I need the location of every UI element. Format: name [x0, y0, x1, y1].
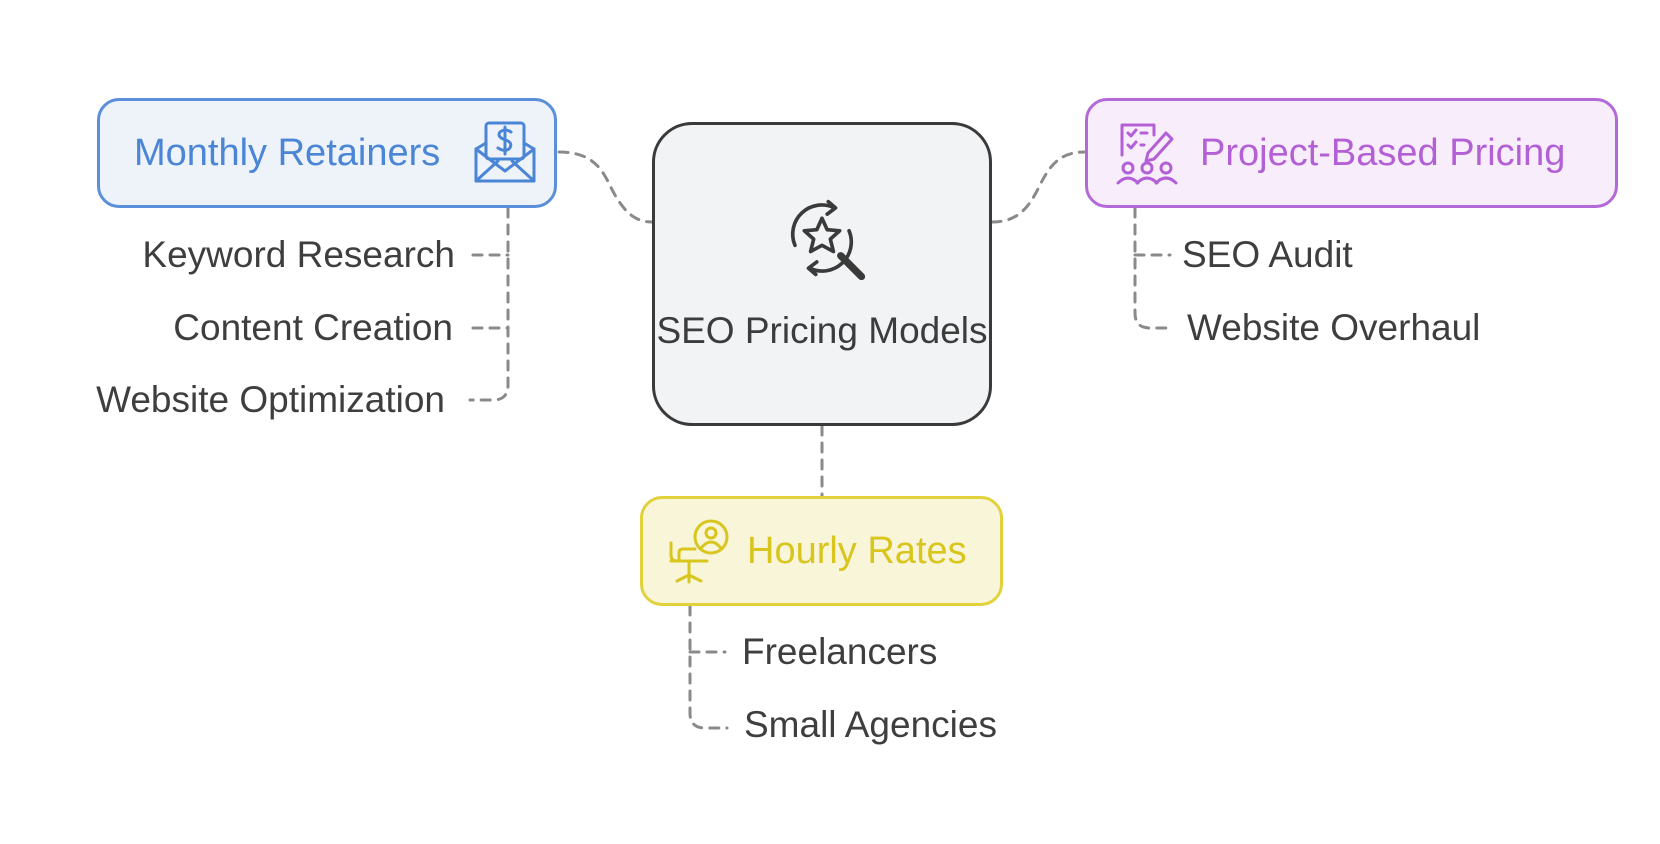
center-node: SEO Pricing Models	[652, 122, 992, 426]
website-optimization-item: Website Optimization	[96, 379, 445, 420]
small-agencies-item: Small Agencies	[744, 704, 997, 745]
connector-center-project	[990, 150, 1087, 224]
hourly-rates-title: Hourly Rates	[747, 529, 967, 572]
hourly-rates-node: Hourly Rates	[640, 496, 1003, 606]
connector-monthly-trunk	[468, 206, 510, 402]
connector-project-trunk	[1133, 206, 1174, 330]
checklist-team-icon	[1116, 123, 1178, 185]
content-creation-item: Content Creation	[173, 307, 453, 348]
person-desk-icon	[669, 519, 729, 584]
monthly-retainers-title: Monthly Retainers	[134, 131, 441, 174]
freelancers-item: Freelancers	[742, 631, 938, 672]
connector-hourly-trunk	[688, 604, 729, 730]
project-based-pricing-node: Project-Based Pricing	[1085, 98, 1618, 208]
envelope-dollar-icon	[474, 121, 536, 183]
seo-audit-item: SEO Audit	[1182, 234, 1353, 275]
website-overhaul-item: Website Overhaul	[1187, 307, 1481, 348]
search-star-refresh-icon	[790, 199, 866, 281]
keyword-research-item: Keyword Research	[142, 234, 455, 275]
center-title: SEO Pricing Models	[656, 310, 988, 351]
connector-center-monthly	[557, 150, 654, 224]
monthly-retainers-node: Monthly Retainers	[97, 98, 557, 208]
project-based-pricing-title: Project-Based Pricing	[1200, 131, 1566, 174]
